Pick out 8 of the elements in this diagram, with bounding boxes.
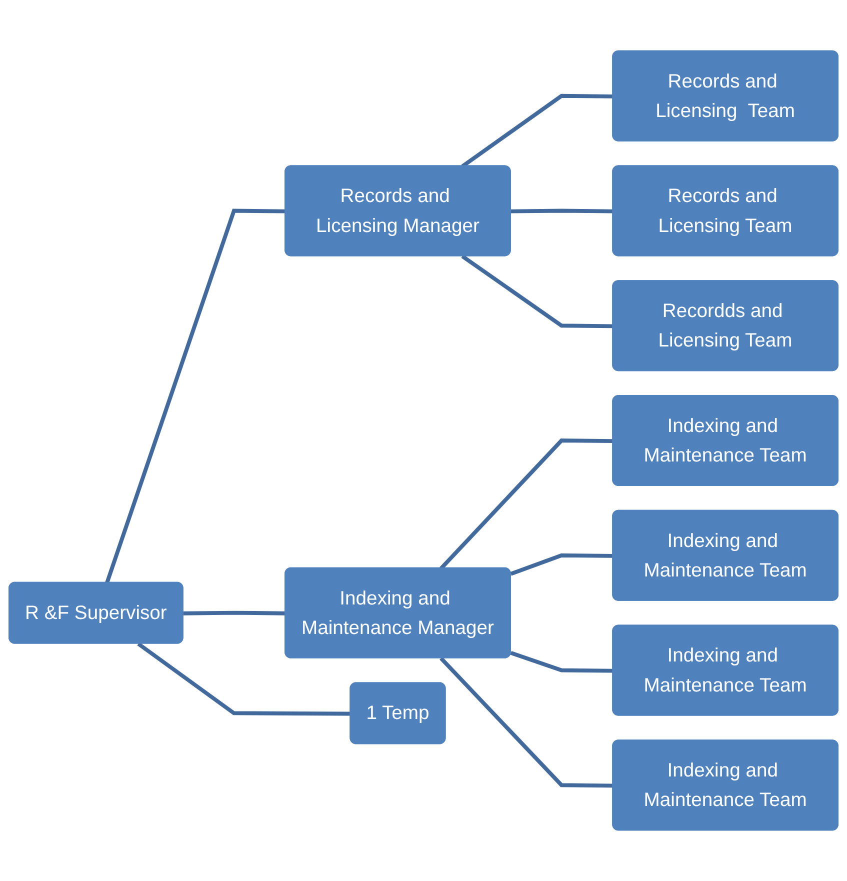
connector [105,208,286,584]
connector [440,656,614,788]
connector [510,208,614,214]
connector [510,650,614,673]
connector [137,642,351,716]
connector [461,254,614,328]
connector [183,610,286,616]
connector [510,553,614,576]
